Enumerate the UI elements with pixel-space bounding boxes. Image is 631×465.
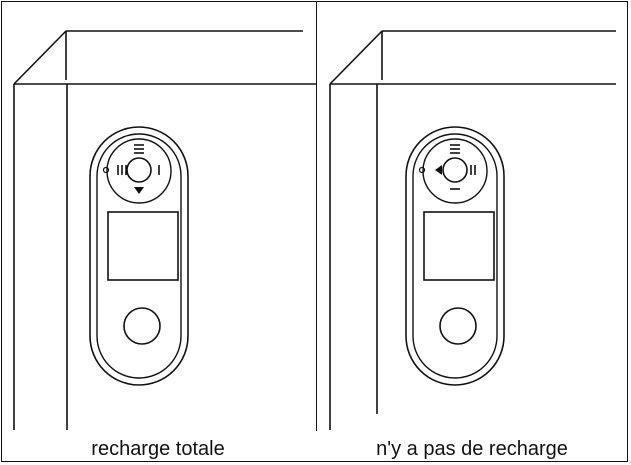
wall-corner-lines [13, 30, 316, 430]
control-dial [422, 138, 488, 204]
bottom-button [123, 307, 161, 345]
controller-device [405, 126, 505, 386]
control-dial [106, 138, 172, 204]
caption-full-recharge: recharge totale [91, 438, 225, 460]
display-screen [107, 211, 179, 281]
dial-center-button [126, 157, 152, 183]
wall-scene [329, 30, 616, 430]
status-led [418, 166, 426, 174]
panel-no-recharge: n'y a pas de recharge [316, 0, 631, 465]
display-screen [423, 211, 495, 281]
wall-corner-lines [329, 30, 616, 430]
arrow-left-icon [435, 165, 442, 175]
controller-device [89, 126, 189, 386]
panel-divider [316, 1, 317, 431]
level-marks [450, 144, 476, 190]
status-led [102, 166, 110, 174]
caption-no-recharge: n'y a pas de recharge [376, 438, 568, 460]
wall-scene [13, 30, 316, 430]
dial-center-button [442, 157, 468, 183]
arrow-down-icon [134, 187, 144, 194]
level-marks [117, 144, 160, 175]
panel-full-recharge: recharge totale [13, 30, 316, 460]
bottom-button [439, 307, 477, 345]
